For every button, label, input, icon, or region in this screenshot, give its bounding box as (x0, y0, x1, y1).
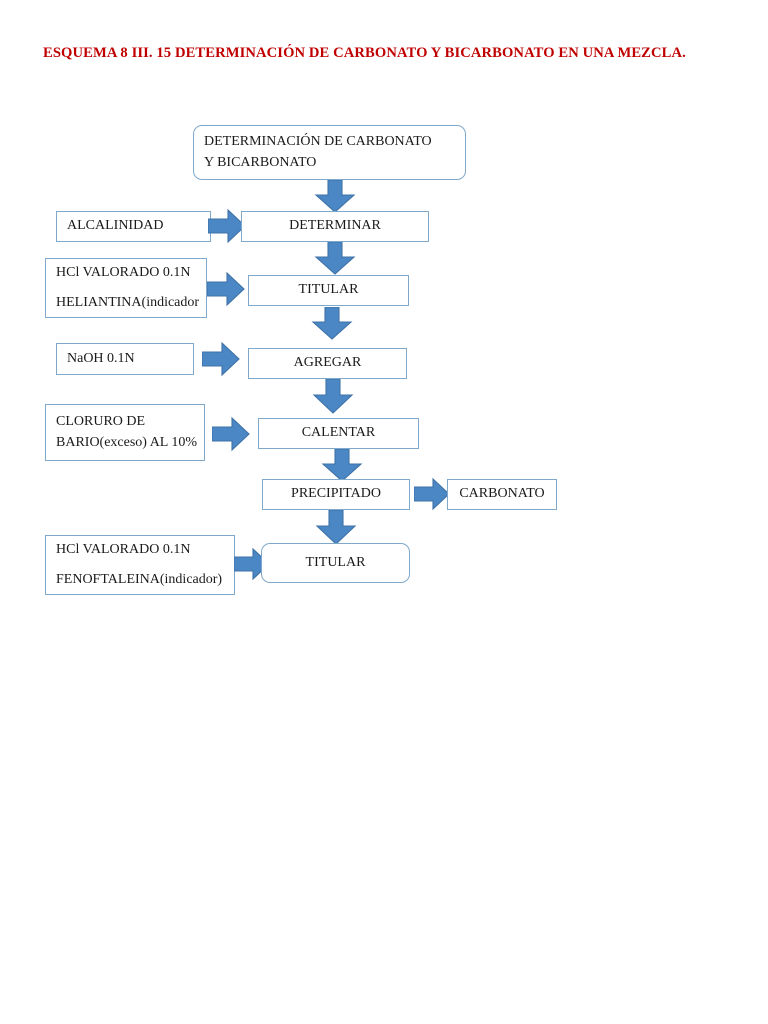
arrow-down-titular-to-agregar (310, 307, 354, 341)
arrow-right-heliantina-to-titular (207, 271, 247, 307)
arrow-right-cloruro-bario-to-calentar (212, 416, 252, 452)
node-text-line2: Y BICARBONATO (204, 154, 317, 170)
arrow-down-precipitado-to-titular (314, 510, 358, 546)
node-agregar[interactable]: AGREGAR (248, 348, 407, 379)
arrow-right-naoh-to-agregar (202, 341, 242, 377)
node-text-line1: CLORURO DE (56, 414, 146, 430)
node-carbonato[interactable]: CARBONATO (447, 479, 557, 510)
arrow-down-agregar-to-calentar (311, 379, 355, 415)
node-calentar[interactable]: CALENTAR (258, 418, 419, 449)
node-naoh[interactable]: NaOH 0.1N (56, 343, 194, 375)
node-text: NaOH 0.1N (67, 350, 135, 366)
node-text-line1: HCl VALORADO 0.1N (56, 264, 191, 280)
node-text: TITULAR (305, 554, 366, 570)
node-text: CALENTAR (301, 425, 376, 441)
node-text-line1: HCl VALORADO 0.1N (56, 541, 191, 557)
node-text-line1: DETERMINACIÓN DE CARBONATO (204, 134, 432, 150)
node-alcalinidad[interactable]: ALCALINIDAD (56, 211, 211, 242)
node-text-line2: BARIO(exceso) AL 10% (56, 434, 198, 450)
node-cloruro-de-bario[interactable]: CLORURO DE BARIO(exceso) AL 10% (45, 404, 205, 461)
node-text: AGREGAR (293, 355, 362, 371)
node-text-line2: HELIANTINA(indicador (56, 295, 200, 310)
arrow-down-calentar-to-precipitado (320, 449, 364, 483)
arrow-right-alcalinidad-to-determinar (208, 208, 248, 244)
node-text: PRECIPITADO (291, 486, 381, 502)
page-title: ESQUEMA 8 III. 15 DETERMINACIÓN DE CARBO… (43, 45, 686, 61)
arrow-down-start-to-determinar (313, 180, 357, 214)
node-text-line2: FENOFTALEINA(indicador) (56, 572, 223, 587)
node-determinar[interactable]: DETERMINAR (241, 211, 429, 242)
arrow-down-determinar-to-titular (313, 242, 357, 276)
node-determinacion-carbonato-bicarbonato[interactable]: DETERMINACIÓN DE CARBONATO Y BICARBONATO (193, 125, 466, 180)
node-text: DETERMINAR (289, 218, 381, 234)
arrow-right-precipitado-to-carbonato (414, 477, 452, 511)
node-titular-2[interactable]: TITULAR (261, 543, 410, 583)
node-precipitado[interactable]: PRECIPITADO (262, 479, 410, 510)
node-hcl-valorado-fenoftaleina[interactable]: HCl VALORADO 0.1N FENOFTALEINA(indicador… (45, 535, 235, 595)
node-text: TITULAR (298, 282, 359, 298)
node-text: ALCALINIDAD (67, 218, 164, 234)
node-titular-1[interactable]: TITULAR (248, 275, 409, 306)
node-text: CARBONATO (459, 486, 545, 502)
node-hcl-valorado-heliantina[interactable]: HCl VALORADO 0.1N HELIANTINA(indicador (45, 258, 207, 318)
